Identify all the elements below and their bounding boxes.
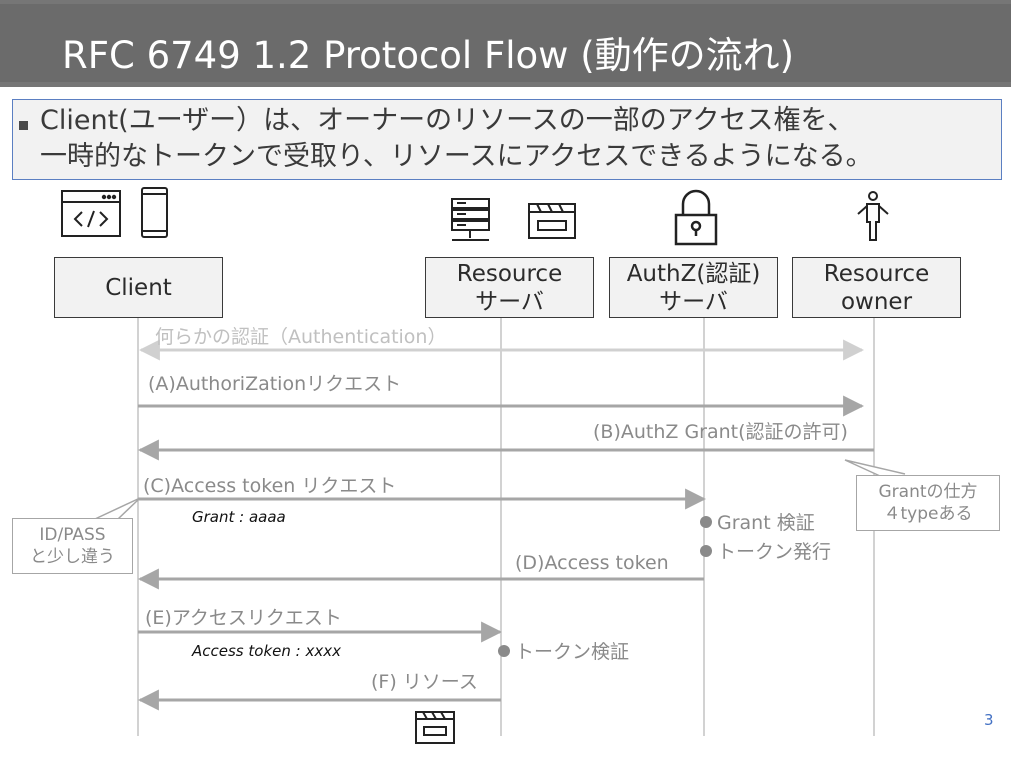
subtitle-box bbox=[12, 99, 1002, 180]
actor-resource-owner-label: Resource owner bbox=[823, 260, 930, 315]
clapperboard-icon bbox=[528, 203, 576, 239]
token-issue-label: トークン発行 bbox=[717, 541, 832, 563]
message-a-label: (A)AuthoriZationリクエスト bbox=[148, 373, 402, 395]
id-pass-callout: ID/PASS と少し違う bbox=[12, 518, 133, 574]
grant-types-callout: Grantの仕方 ４typeある bbox=[856, 475, 1000, 531]
page-title: RFC 6749 1.2 Protocol Flow (動作の流れ) bbox=[62, 34, 795, 77]
bottom-clapperboard-icon bbox=[415, 711, 455, 744]
server-icon bbox=[451, 198, 490, 241]
actor-resource-owner: Resource owner bbox=[792, 257, 961, 318]
code-window-icon bbox=[61, 190, 121, 237]
token-issue-dot bbox=[700, 545, 712, 557]
grant-verify-dot bbox=[700, 516, 712, 528]
actor-authz-server: AuthZ(認証) サーバ bbox=[609, 257, 778, 318]
title-bar: RFC 6749 1.2 Protocol Flow (動作の流れ) bbox=[0, 0, 1011, 87]
subtitle-line-1: Client(ユーザー）は、オーナーのリソースの一部のアクセス権を、 bbox=[40, 105, 855, 136]
actor-authz-server-label: AuthZ(認証) サーバ bbox=[626, 260, 761, 315]
access-token-note: Access token : xxxx bbox=[192, 642, 341, 660]
token-verify-label: トークン検証 bbox=[515, 641, 630, 663]
grant-callout-tail bbox=[844, 459, 906, 477]
message-f-label: (F) リソース bbox=[371, 671, 478, 693]
token-verify-dot bbox=[498, 645, 510, 657]
id-pass-callout-tail bbox=[94, 497, 141, 520]
authentication-label: 何らかの認証（Authentication） bbox=[155, 326, 447, 348]
actor-resource-server-label: Resource サーバ bbox=[456, 260, 563, 315]
message-d-label: (D)Access token bbox=[515, 552, 669, 574]
message-c-label: (C)Access token リクエスト bbox=[143, 475, 397, 497]
actor-client: Client bbox=[54, 257, 223, 318]
grant-note: Grant : aaaa bbox=[192, 508, 286, 526]
grant-verify-label: Grant 検証 bbox=[717, 512, 815, 534]
message-b-label: (B)AuthZ Grant(認証の許可) bbox=[593, 421, 848, 443]
subtitle-line-2: 一時的なトークンで受取り、リソースにアクセスできるようになる。 bbox=[40, 141, 873, 172]
title-band bbox=[0, 4, 1011, 82]
bullet-icon bbox=[19, 121, 28, 130]
actor-resource-server: Resource サーバ bbox=[425, 257, 594, 318]
page-number: 3 bbox=[984, 711, 994, 729]
message-e-label: (E)アクセスリクエスト bbox=[145, 607, 342, 629]
padlock-icon bbox=[674, 189, 718, 246]
smartphone-icon bbox=[141, 187, 168, 238]
person-icon bbox=[857, 191, 889, 241]
actor-client-label: Client bbox=[105, 274, 172, 301]
